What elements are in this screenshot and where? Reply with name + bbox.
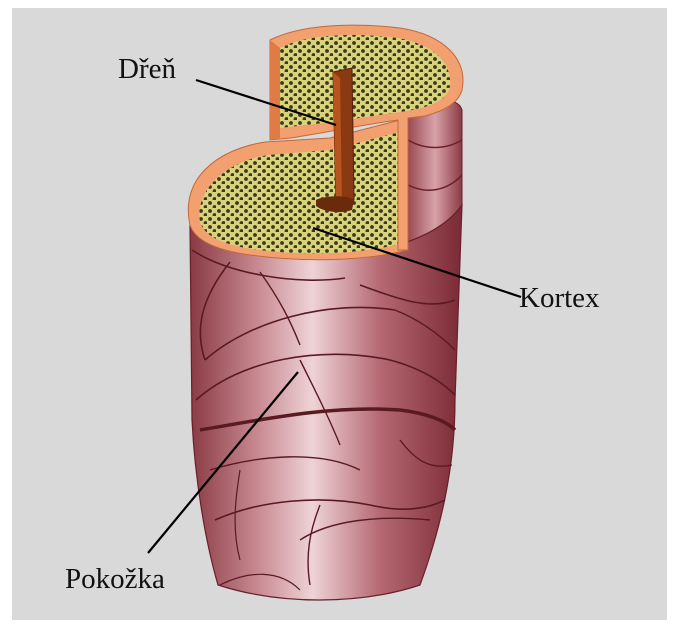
- medulla-label: Dřeň: [118, 55, 176, 84]
- cuticle-label: Pokožka: [65, 565, 165, 594]
- cortex-label: Kortex: [519, 284, 600, 313]
- lower-cross-section: [188, 118, 408, 260]
